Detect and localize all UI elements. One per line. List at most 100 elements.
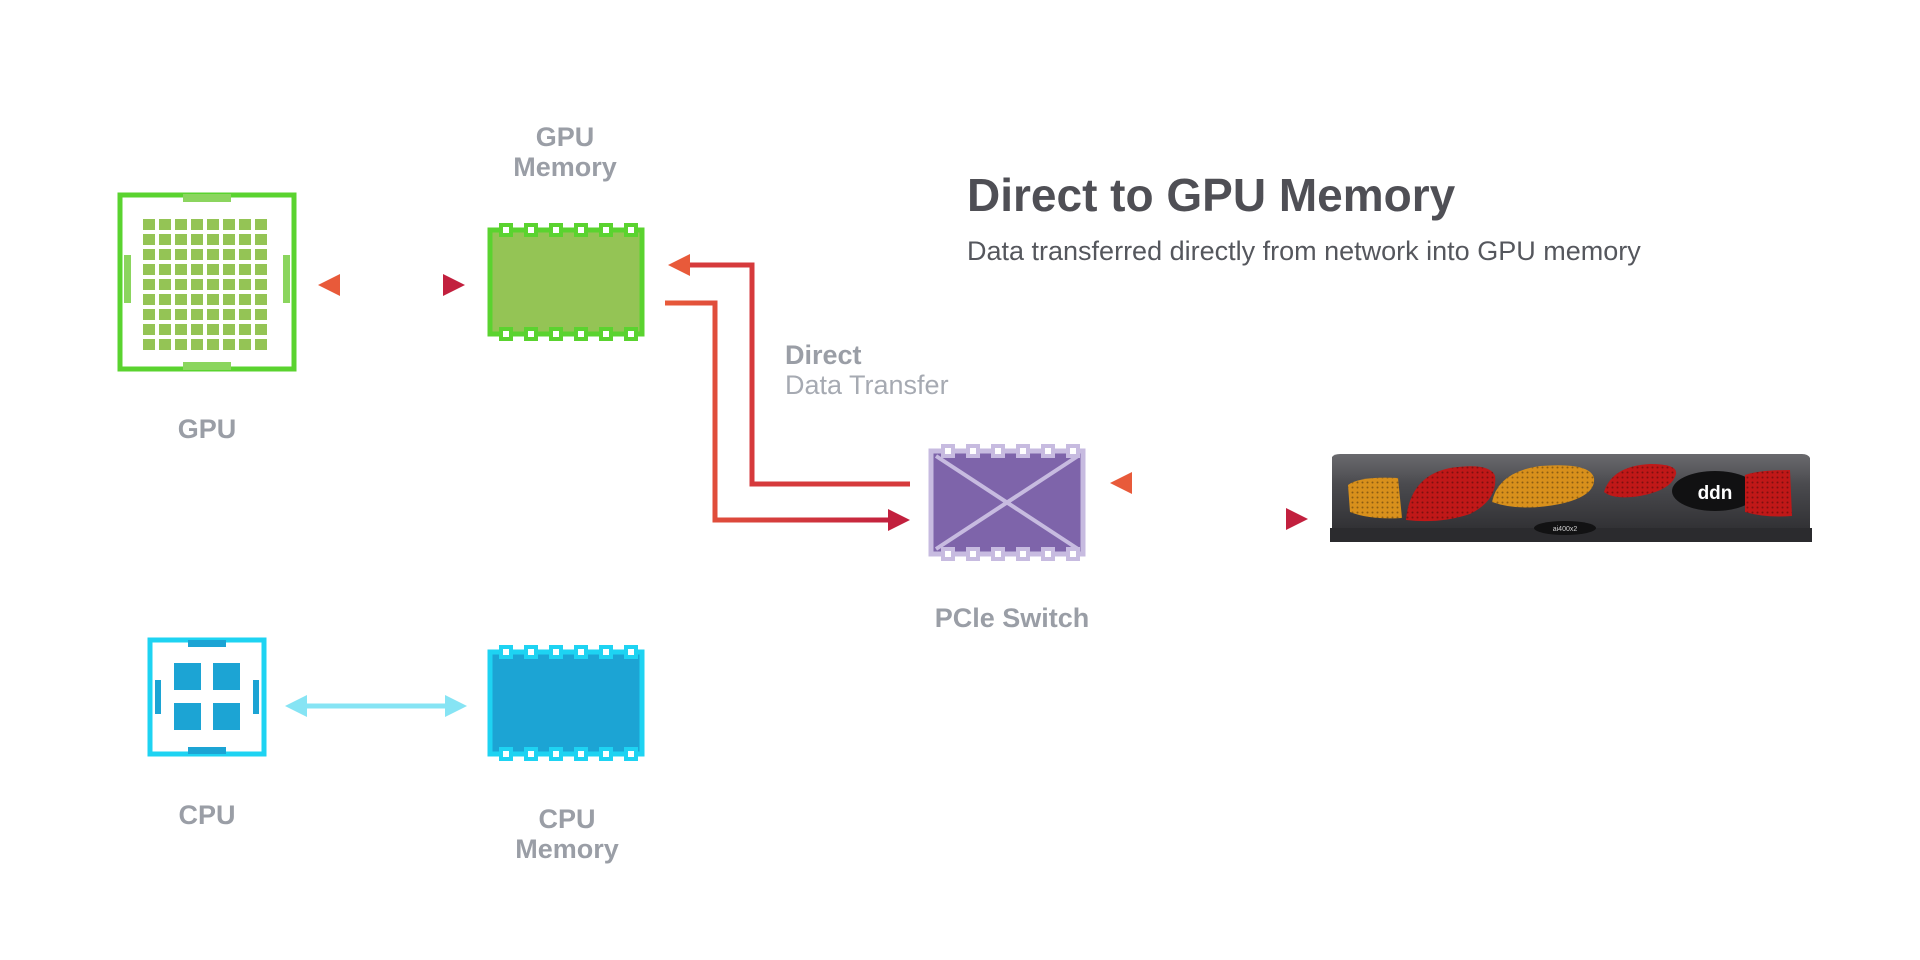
page-subtitle: Data transferred directly from network i…	[967, 236, 1641, 266]
gpu-core-cell	[159, 234, 171, 245]
gpu-core-cell	[143, 339, 155, 350]
gpu-core-cell	[191, 219, 203, 230]
switch-to-storage-arrow	[1108, 508, 1308, 530]
gpu-core-cell	[223, 324, 235, 335]
gpu-core-cell	[207, 264, 219, 275]
cpu-chip	[147, 637, 267, 757]
gpu-core-cell	[207, 324, 219, 335]
notch	[599, 645, 613, 659]
gpu-core-cell	[159, 264, 171, 275]
notch	[1016, 547, 1030, 561]
gpu-core-cell	[191, 339, 203, 350]
direct-transfer-label-line2: Data Transfer	[785, 370, 949, 400]
gpu-core-cell	[143, 249, 155, 260]
notch	[624, 223, 638, 237]
gpu-core-cell	[223, 309, 235, 320]
gpu-core-cell	[143, 234, 155, 245]
notch	[966, 444, 980, 458]
notch	[1066, 547, 1080, 561]
notch	[499, 645, 513, 659]
gpu-core-cell	[191, 264, 203, 275]
notch	[599, 327, 613, 341]
cpu-memory-label-line2: Memory	[515, 834, 619, 864]
gpu-core-cell	[207, 219, 219, 230]
notch	[599, 223, 613, 237]
gpu-core-cell	[223, 234, 235, 245]
gpu-core-cell	[159, 249, 171, 260]
gpu-core-cell	[175, 234, 187, 245]
notch	[1041, 444, 1055, 458]
gpu-core-cell	[207, 249, 219, 260]
gpu-core-cell	[175, 219, 187, 230]
gpu-core-cell	[207, 294, 219, 305]
direct-transfer-path-in	[668, 254, 910, 487]
gpu-core-cell	[239, 219, 251, 230]
gpu-core-cell	[143, 324, 155, 335]
gpu-memory-label: GPU Memory	[495, 122, 635, 182]
gpu-label: GPU	[177, 414, 237, 444]
pcie-switch-notches	[941, 444, 1080, 561]
gpu-memory-notches	[499, 223, 638, 341]
storage-brand-logo: ddn	[1698, 483, 1733, 504]
gpu-core-cell	[159, 339, 171, 350]
gpu-memory-link-arrow	[318, 274, 465, 296]
gpu-core-cell	[175, 264, 187, 275]
cpu-label: CPU	[178, 800, 236, 830]
gpu-core-cell	[143, 219, 155, 230]
gpu-core-cell	[255, 309, 267, 320]
gpu-core-cell	[207, 339, 219, 350]
gpu-core-cell	[255, 219, 267, 230]
gpu-core-cell	[223, 264, 235, 275]
notch	[599, 747, 613, 761]
gpu-core-cell	[239, 279, 251, 290]
notch	[941, 547, 955, 561]
gpu-core-cell	[239, 264, 251, 275]
gpu-core-cell	[239, 309, 251, 320]
storage-model-badge: ai400x2	[1553, 526, 1578, 533]
notch	[549, 223, 563, 237]
gpu-core-cell	[239, 234, 251, 245]
gpu-core-cell	[191, 249, 203, 260]
cpu-memory-module	[487, 645, 645, 761]
gpu-core-cell	[239, 339, 251, 350]
pcie-switch-label: PCle Switch	[934, 603, 1090, 633]
notch	[549, 645, 563, 659]
gpu-core-cell	[143, 309, 155, 320]
gpu-core-cell	[175, 309, 187, 320]
notch	[524, 645, 538, 659]
notch	[1066, 444, 1080, 458]
gpu-core-cell	[191, 309, 203, 320]
cpu-memory-label-line1: CPU	[538, 804, 596, 834]
gpu-core-cell	[191, 279, 203, 290]
gpu-core-cell	[255, 339, 267, 350]
gpu-core-cell	[143, 294, 155, 305]
gpu-core-cell	[255, 279, 267, 290]
gpu-core-cell	[207, 309, 219, 320]
direct-transfer-path-out	[665, 300, 910, 531]
page-title: Direct to GPU Memory	[967, 169, 1456, 221]
cpu-memory-notches	[499, 645, 638, 761]
notch	[941, 444, 955, 458]
ddn-storage-appliance: ddn ai400x2	[1330, 454, 1812, 542]
notch	[574, 223, 588, 237]
gpu-core-cell	[223, 279, 235, 290]
gpu-core-cell	[159, 309, 171, 320]
gpu-core-cell	[239, 294, 251, 305]
gpu-core-cell	[223, 294, 235, 305]
notch	[499, 223, 513, 237]
gpu-core-cell	[207, 234, 219, 245]
gpu-core-cell	[175, 279, 187, 290]
notch	[499, 747, 513, 761]
gpu-core-cell	[255, 324, 267, 335]
gpu-core-cell	[223, 249, 235, 260]
notch	[524, 327, 538, 341]
notch	[524, 223, 538, 237]
cpu-memory-label: CPU Memory	[497, 804, 637, 864]
pcie-switch	[928, 444, 1086, 561]
gpu-core-cell	[255, 294, 267, 305]
notch	[991, 444, 1005, 458]
notch	[549, 327, 563, 341]
gpu-core-cell	[159, 324, 171, 335]
notch	[549, 747, 563, 761]
